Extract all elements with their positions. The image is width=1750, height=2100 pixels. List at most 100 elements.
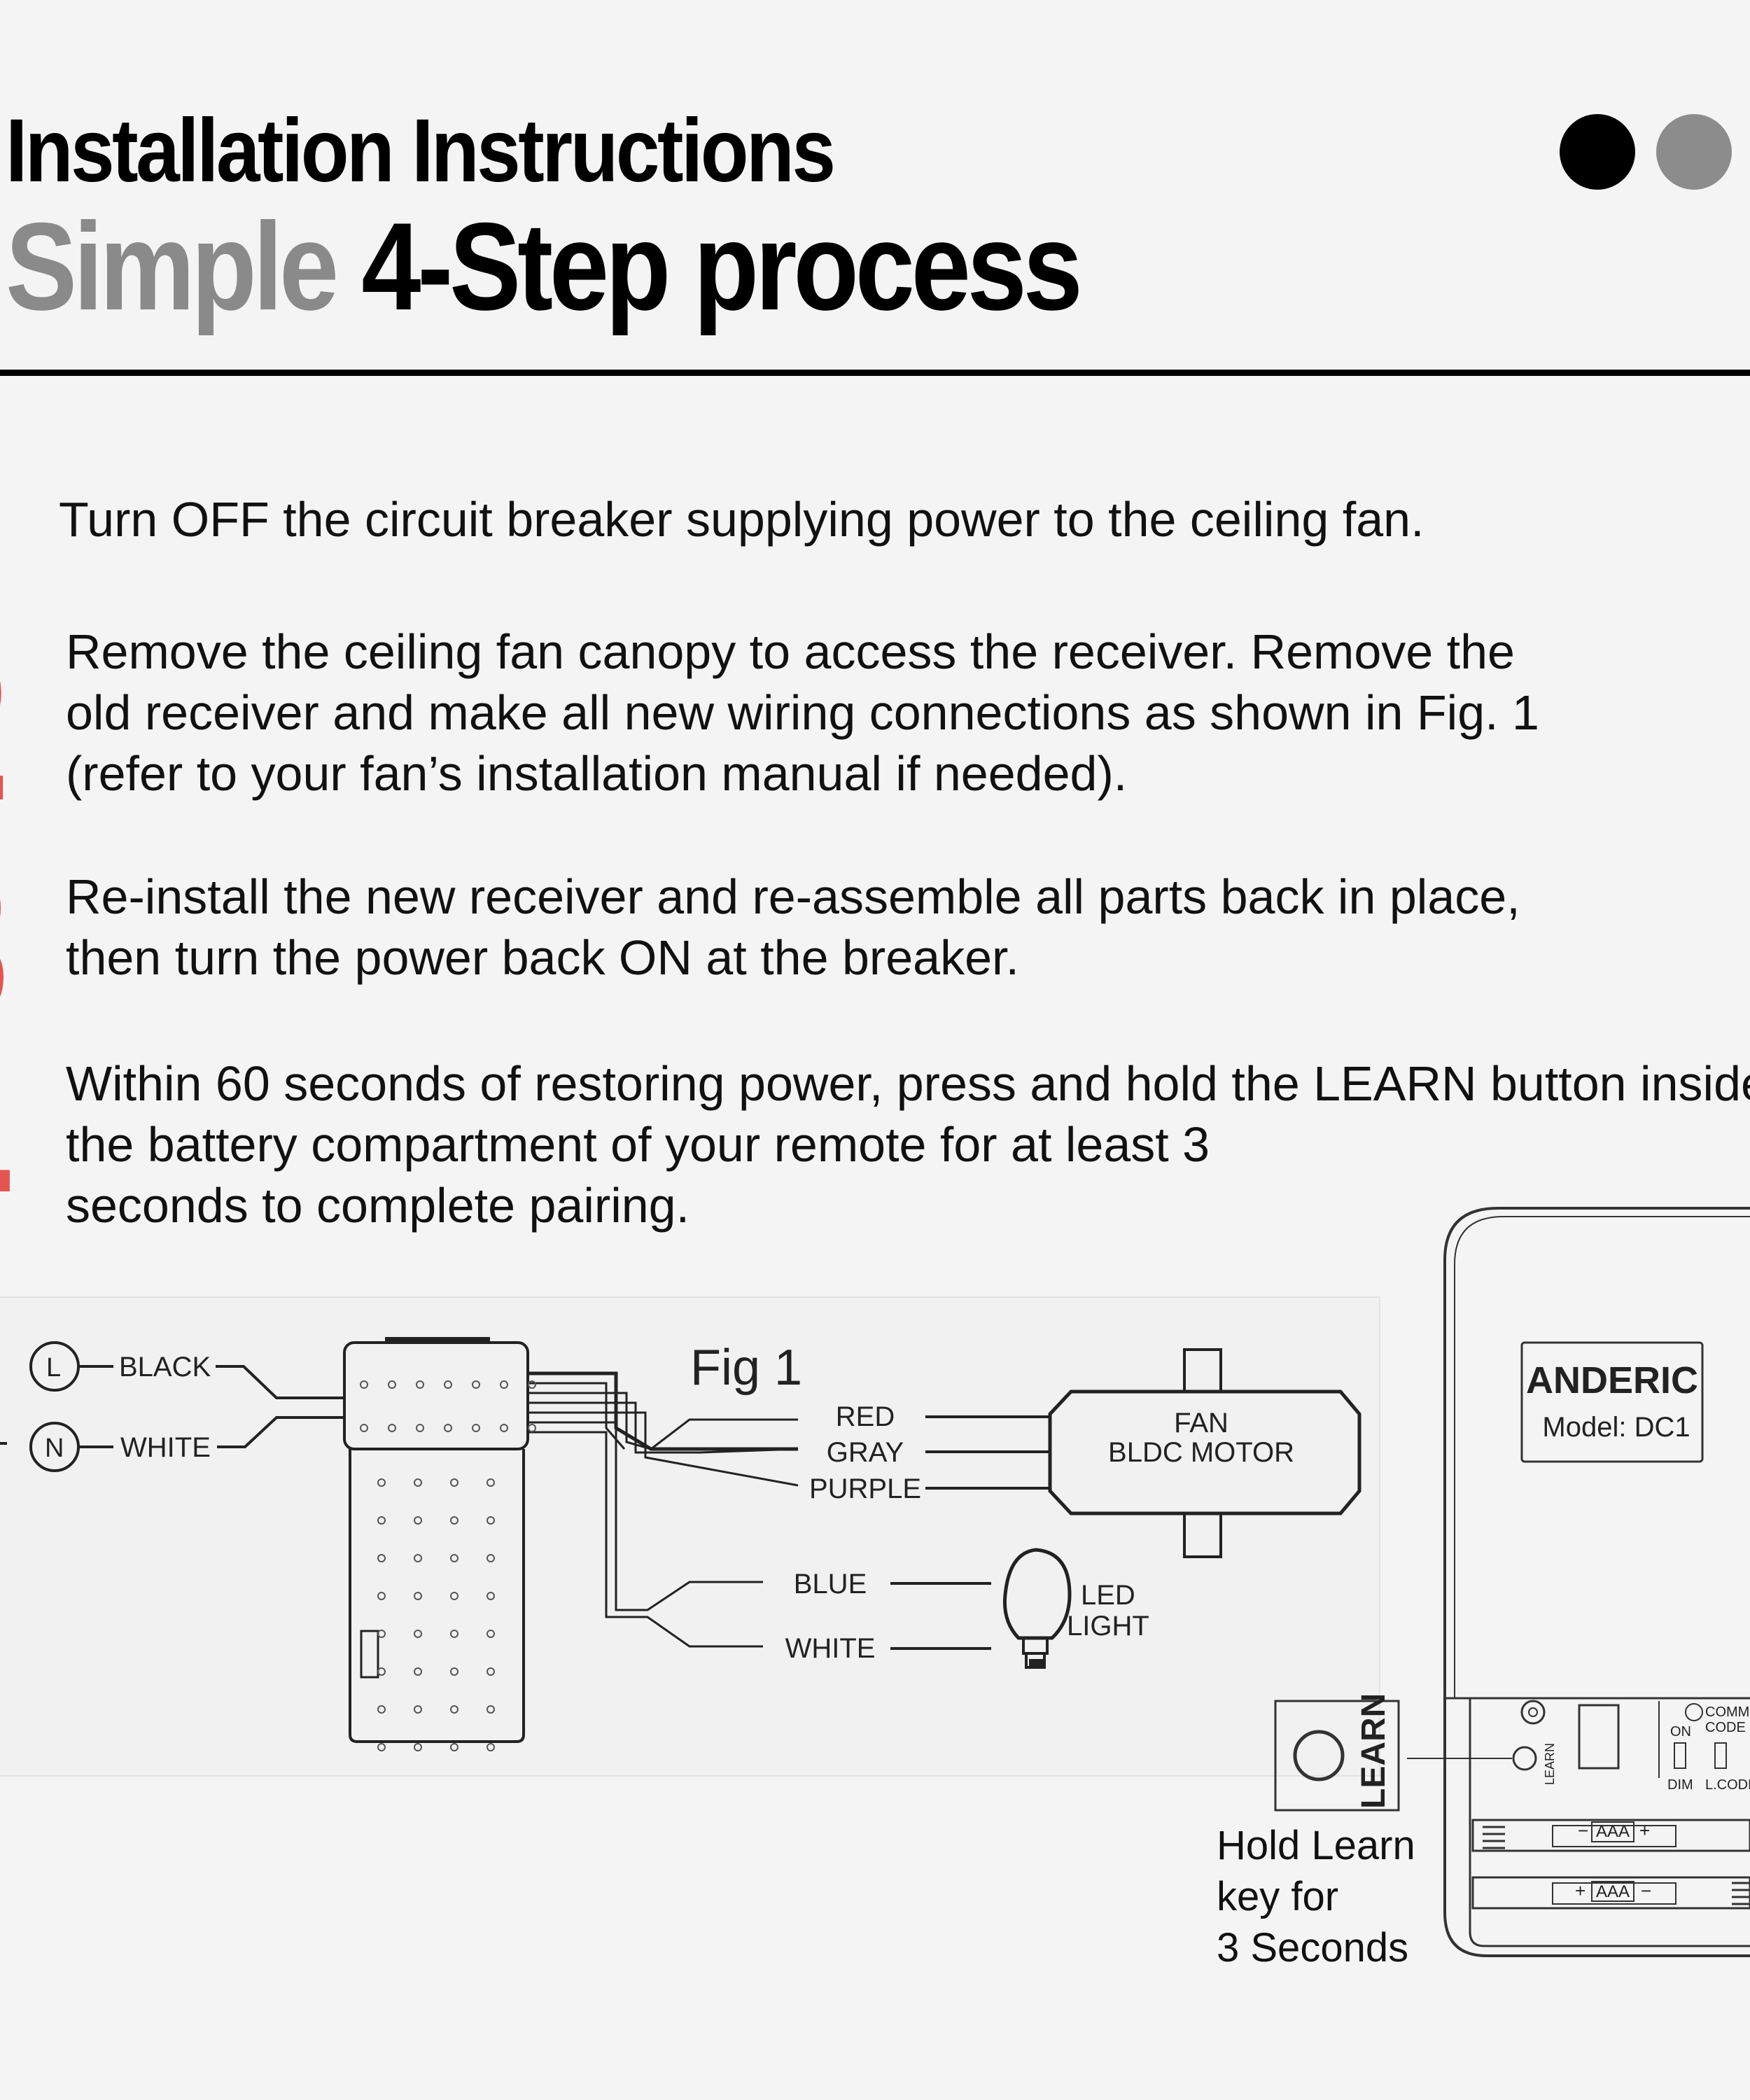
battery-slot-2: [1471, 1876, 1750, 1910]
switch-common-label: COMMON: [1705, 1704, 1750, 1720]
learn-key-callout: [1274, 1700, 1400, 1812]
receiver-vent-dot: [450, 1516, 458, 1525]
receiver-vent-dot: [377, 1592, 386, 1600]
step-4-text: Within 60 seconds of restoring power, pr…: [66, 1054, 1750, 1236]
step-2-line: Remove the ceiling fan canopy to access …: [66, 624, 1515, 679]
terminal-n-label: N: [45, 1434, 64, 1463]
receiver-vent-dot: [500, 1380, 508, 1389]
battery-1-minus: −: [1578, 1820, 1588, 1841]
learn-instruction-line: 3 Seconds: [1217, 1925, 1409, 1970]
learn-key-icon[interactable]: [1293, 1730, 1345, 1782]
receiver-vent-dot: [486, 1630, 495, 1638]
receiver-vent-dot: [486, 1667, 495, 1676]
step-4-line: seconds to complete pairing.: [66, 1178, 690, 1233]
receiver-vent-dot: [472, 1380, 480, 1389]
motor-label-line2: BLDC MOTOR: [1108, 1437, 1294, 1468]
receiver-vent-dot: [450, 1478, 458, 1487]
receiver-vent-dot: [444, 1380, 452, 1389]
step-2-line: (refer to your fan’s installation manual…: [66, 746, 1128, 801]
battery-2-label: AAA: [1596, 1882, 1630, 1901]
receiver-vent-dot: [360, 1380, 368, 1389]
receiver-vent-dot: [377, 1478, 386, 1487]
receiver-vent-dot: [388, 1424, 396, 1432]
step-number-2: 2: [0, 622, 9, 832]
header-divider: [0, 370, 1750, 376]
code-switch[interactable]: [1714, 1742, 1727, 1769]
remote-learn-label: LEARN: [1543, 1743, 1557, 1785]
receiver-vent-dot: [486, 1516, 495, 1525]
page-indicator-dot-inactive[interactable]: [1656, 114, 1732, 190]
wire-black-label: BLACK: [119, 1352, 211, 1382]
receiver-vent-dot: [450, 1592, 458, 1600]
step-3-line: Re-install the new receiver and re-assem…: [66, 869, 1520, 924]
receiver-vent-dot: [377, 1516, 386, 1525]
receiver-vent-dot: [528, 1424, 536, 1432]
step-number-3: 3: [0, 839, 9, 1049]
motor-shaft-top: [1183, 1348, 1222, 1393]
wire-white-label: WHITE: [120, 1432, 211, 1463]
switch-code-label: CODE: [1705, 1720, 1746, 1735]
remote-outline: [1443, 1207, 1750, 1957]
step-2-line: old receiver and make all new wiring con…: [66, 685, 1539, 740]
step-number-4: 4: [0, 1043, 10, 1253]
motor-label-line1: FAN: [1174, 1408, 1228, 1438]
receiver-vent-dot: [377, 1554, 386, 1562]
receiver-vent-dot: [486, 1705, 495, 1714]
receiver-vent-dot: [360, 1424, 368, 1432]
switch-lcode-label: L.CODE: [1705, 1777, 1750, 1793]
subtitle-muted: Simple: [6, 197, 339, 336]
terminal-l-label: L: [46, 1353, 61, 1382]
receiver-vent-dot: [414, 1478, 422, 1487]
page-subtitle: Simple 4-Step process: [6, 204, 1083, 329]
receiver-vent-dot: [450, 1630, 458, 1638]
wire-purple-label: PURPLE: [809, 1474, 921, 1504]
light-label-line1: LED: [1081, 1580, 1135, 1611]
receiver-vent-dot: [450, 1705, 458, 1714]
receiver-vent-dot: [472, 1424, 480, 1432]
step-3-text: Re-install the new receiver and re-assem…: [66, 867, 1520, 988]
remote-label-plate: [1520, 1341, 1704, 1463]
receiver-vent-dot: [486, 1743, 495, 1751]
battery-1-plus: +: [1639, 1820, 1650, 1841]
receiver-vent-dot: [450, 1554, 458, 1562]
receiver-vent-dot: [414, 1554, 422, 1562]
wire-red-label: RED: [836, 1401, 895, 1432]
receiver-vent-dot: [388, 1380, 396, 1389]
fan-motor-icon: [1048, 1390, 1362, 1516]
receiver-vent-dot: [414, 1630, 422, 1638]
receiver-vent-dot: [377, 1743, 386, 1751]
switch-on-label: ON: [1670, 1724, 1691, 1740]
page-title: Installation Instructions: [6, 101, 836, 201]
page-indicator-dot-active[interactable]: [1560, 114, 1635, 190]
receiver-vent-dot: [414, 1667, 422, 1676]
receiver-vent-dot: [444, 1424, 452, 1432]
receiver-vent-dot: [414, 1516, 422, 1525]
receiver-vent-dot: [377, 1705, 386, 1714]
learn-button-icon[interactable]: [1512, 1746, 1537, 1771]
receiver-vent-dot: [416, 1424, 424, 1432]
receiver-vent-dot: [414, 1705, 422, 1714]
receiver-top: [343, 1341, 529, 1450]
receiver-vent-dot: [486, 1592, 495, 1600]
remote-chip: [1578, 1704, 1620, 1770]
step-4-line: Within 60 seconds of restoring power, pr…: [66, 1056, 1750, 1111]
receiver-vent-dot: [377, 1667, 386, 1676]
receiver-vent-dot: [414, 1592, 422, 1600]
receiver-vent-dot: [500, 1424, 508, 1432]
wiring-figure-panel: [0, 1296, 1380, 1777]
receiver-vent-dot: [486, 1478, 495, 1487]
wire-gray-label: GRAY: [827, 1437, 904, 1468]
learn-key-label: LEARN: [1355, 1693, 1392, 1809]
learn-key-instructions: Hold Learn key for 3 Seconds: [1217, 1820, 1415, 1973]
step-3-line: then turn the power back ON at the break…: [66, 930, 1019, 985]
step-1-text: Turn OFF the circuit breaker supplying p…: [59, 492, 1424, 547]
step-4-line: the battery compartment of your remote f…: [66, 1117, 1210, 1172]
remote-model: Model: DC1: [1542, 1412, 1690, 1443]
light-label-line2: LIGHT: [1067, 1611, 1149, 1642]
battery-2-minus: −: [1641, 1880, 1651, 1901]
learn-instruction-line: Hold Learn: [1217, 1823, 1415, 1868]
receiver-vent-dot: [450, 1667, 458, 1676]
figure-title: Fig 1: [690, 1340, 802, 1396]
on-dim-switch[interactable]: [1674, 1742, 1686, 1769]
